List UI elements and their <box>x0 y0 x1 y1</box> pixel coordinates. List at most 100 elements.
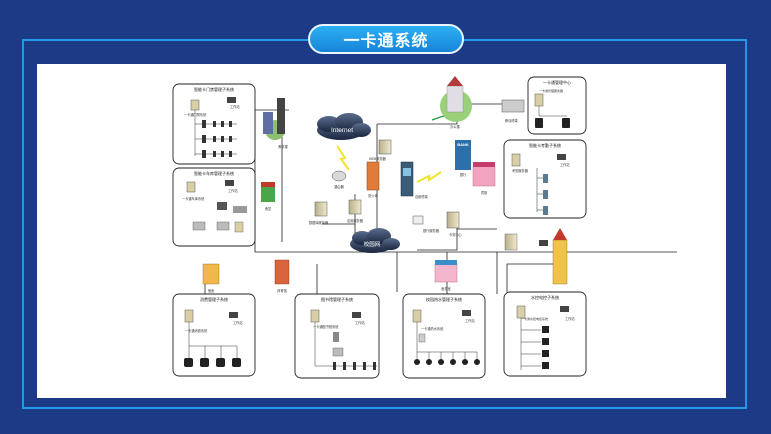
workstation-icon <box>560 306 569 312</box>
laptop-terminal: 移动终端 <box>501 99 525 123</box>
svg-text:卡务中心: 卡务中心 <box>449 232 463 237</box>
svg-text:食堂: 食堂 <box>265 206 271 211</box>
car-icon <box>233 206 247 213</box>
svg-text:办公楼: 办公楼 <box>450 124 460 129</box>
svg-text:自助终端: 自助终端 <box>415 194 429 199</box>
subsystem-title: 智能卡考勤子系统 <box>529 142 561 148</box>
book-checkout-icon <box>333 332 339 342</box>
barrier-gate-icon <box>217 202 227 210</box>
admin-office-building: 办公楼 <box>440 76 472 129</box>
svg-text:银行: 银行 <box>460 172 467 177</box>
svg-text:一卡通消费系统: 一卡通消费系统 <box>185 328 208 333</box>
svg-text:银行服务器: 银行服务器 <box>423 228 440 233</box>
self-service-terminal: 自助终端 <box>400 161 429 199</box>
teaching-building: 教学楼 <box>263 98 289 149</box>
server-icon <box>534 93 544 107</box>
campus-network-cloud: 校园网 <box>350 228 400 253</box>
svg-text:宿舍: 宿舍 <box>208 288 215 293</box>
terminal-icon <box>234 221 244 233</box>
card-reader-icon <box>192 221 206 231</box>
internet-cloud: Internet <box>317 113 371 140</box>
subsystem-title: 图书馆管理子系统 <box>321 296 353 302</box>
workstation-icon <box>229 312 238 318</box>
subsystem-title: 智能卡门禁管理子系统 <box>194 86 234 92</box>
diagram-canvas: 智能卡门禁管理子系统 一卡通门禁系统 工作站 智能卡车库管理子系统 一卡通车库系… <box>37 64 726 398</box>
svg-text:应用服务器: 应用服务器 <box>347 218 364 223</box>
subsystem-title: 一卡通管理中心 <box>543 79 571 85</box>
subsystem-door-access: 智能卡门禁管理子系统 一卡通门禁系统 工作站 <box>172 83 256 165</box>
web-server: WEB服务器 <box>369 139 392 161</box>
printer-icon <box>535 118 543 128</box>
wireless-link-icon <box>336 145 350 171</box>
svg-text:工作站: 工作站 <box>560 162 570 167</box>
svg-text:WEB服务器: WEB服务器 <box>369 156 387 161</box>
subsystem-hot-water: 校园热水管理子系统 一卡通热水系统 工作站 <box>402 293 486 379</box>
hotel-building: 宾馆 <box>472 162 496 195</box>
svg-text:一卡通水控电控系统: 一卡通水控电控系统 <box>521 316 548 321</box>
pos-terminal-icon <box>184 358 193 367</box>
svg-text:移动终端: 移动终端 <box>505 118 519 123</box>
network-diagram: 智能卡门禁管理子系统 一卡通门禁系统 工作站 智能卡车库管理子系统 一卡通车库系… <box>172 76 677 379</box>
bank-server: 银行服务器 <box>412 215 440 233</box>
svg-text:防火墙: 防火墙 <box>368 193 378 198</box>
subsystem-title: 智能卡车库管理子系统 <box>194 170 234 176</box>
svg-text:工作站: 工作站 <box>230 104 240 109</box>
svg-text:一卡通热水系统: 一卡通热水系统 <box>421 326 444 331</box>
app-server: 应用服务器 <box>347 199 364 223</box>
server-icon <box>186 181 196 193</box>
card-center-server: 卡务中心 <box>446 211 463 237</box>
subsystem-water-electric: 水控电控子系统 一卡通水控电控系统 工作站 <box>503 291 587 377</box>
subsystem-management-center: 一卡通管理中心 一卡通管理服务器 <box>527 76 587 135</box>
svg-text:一卡通图书馆系统: 一卡通图书馆系统 <box>313 324 339 329</box>
card-reader-icon <box>216 221 230 231</box>
bank-building: BANK 银行 <box>455 140 471 177</box>
printer-icon <box>562 118 570 128</box>
firewall: 防火墙 <box>366 161 380 198</box>
svg-text:校园网: 校园网 <box>364 240 381 248</box>
gym-building: 体育馆 <box>274 259 290 293</box>
svg-text:路由器: 路由器 <box>334 184 344 189</box>
pos-terminal-icon <box>200 358 209 367</box>
workstation-icon <box>539 240 548 246</box>
router: 路由器 <box>331 170 347 189</box>
server-icon <box>412 309 422 323</box>
svg-text:工作站: 工作站 <box>355 320 365 325</box>
server-icon <box>504 233 518 251</box>
pos-terminal-icon <box>216 358 225 367</box>
subsystem-parking: 智能卡车库管理子系统 一卡通车库系统 工作站 <box>172 167 256 247</box>
subsystem-library: 图书馆管理子系统 一卡通图书馆系统 工作站 <box>294 293 380 379</box>
dorm-building: 宿舍 <box>202 263 220 293</box>
workstation-icon <box>225 180 234 186</box>
svg-text:数据库服务器: 数据库服务器 <box>309 220 329 225</box>
server-icon <box>184 309 194 323</box>
controller-icon <box>418 333 426 343</box>
attendance-terminal-icon <box>543 206 548 215</box>
svg-text:教学楼: 教学楼 <box>278 144 288 149</box>
svg-text:体育馆: 体育馆 <box>277 288 287 293</box>
workstation-icon <box>227 97 236 103</box>
workstation-icon <box>557 154 566 160</box>
svg-text:宾馆: 宾馆 <box>481 190 487 195</box>
page-title: 一卡通系统 <box>308 24 464 54</box>
svg-text:工作站: 工作站 <box>228 188 238 193</box>
svg-text:考勤服务器: 考勤服务器 <box>512 168 529 173</box>
svg-text:工作站: 工作站 <box>233 320 243 325</box>
subsystem-title: 水控电控子系统 <box>531 294 559 300</box>
subsystem-title: 消费管理子系统 <box>200 296 228 302</box>
svg-text:一卡通门禁系统: 一卡通门禁系统 <box>184 112 207 117</box>
server-icon <box>310 309 320 323</box>
attendance-terminal-icon <box>543 174 548 183</box>
clinic-building: 医务室 <box>434 260 458 291</box>
svg-text:一卡通管理服务器: 一卡通管理服务器 <box>539 88 563 93</box>
svg-text:工作站: 工作站 <box>465 318 475 323</box>
wireless-link-icon <box>416 171 442 183</box>
subsystem-attendance: 智能卡考勤子系统 考勤服务器 工作站 <box>503 139 587 219</box>
subsystem-title: 校园热水管理子系统 <box>426 296 462 302</box>
card-reader-icon <box>332 347 344 357</box>
svg-text:一卡通车库系统: 一卡通车库系统 <box>182 196 205 201</box>
pos-terminal-icon <box>232 358 241 367</box>
db-server: 数据库服务器 <box>309 201 329 225</box>
attendance-terminal-icon <box>543 190 548 199</box>
server-icon <box>511 153 521 167</box>
server-icon <box>190 99 200 111</box>
